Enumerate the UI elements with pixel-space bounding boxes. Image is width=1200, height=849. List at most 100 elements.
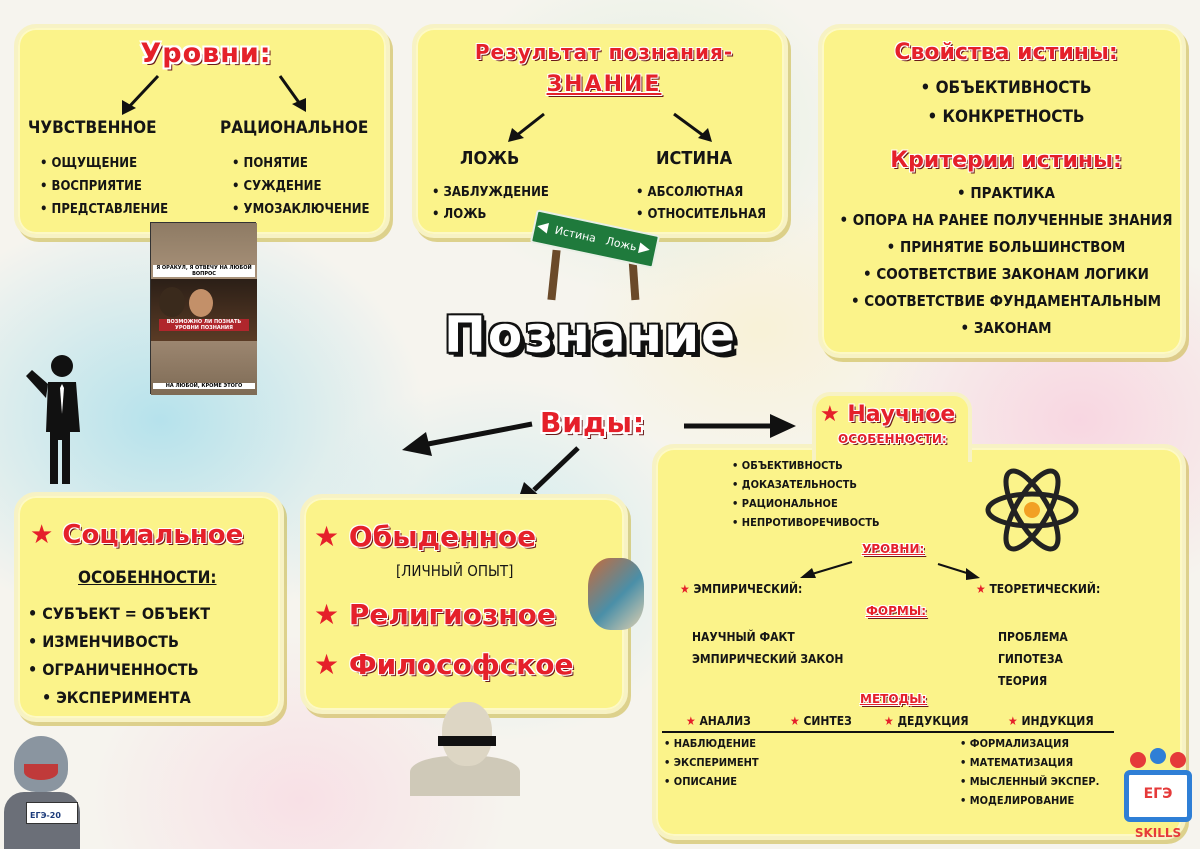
list-item: ПРИНЯТИЕ БОЛЬШИНСТВОМ	[822, 234, 1190, 261]
aristotle-bust	[400, 696, 530, 796]
levels-card: Уровни: ЧУВСТВЕННОЕ РАЦИОНАЛЬНОЕ ОЩУЩЕНИ…	[14, 24, 390, 238]
scientific-levels-arrows	[800, 561, 980, 580]
theoretical-forms: ПРОБЛЕМА ГИПОТЕЗА ТЕОРИЯ	[998, 626, 1068, 692]
theoretical-methods-list: ФОРМАЛИЗАЦИЯ МАТЕМАТИЗАЦИЯ МЫСЛЕННЫЙ ЭКС…	[960, 734, 1100, 810]
list-item: ИЗМЕНЧИВОСТЬ	[28, 628, 210, 656]
rational-title: РАЦИОНАЛЬНОЕ	[220, 118, 369, 138]
logo-person-blue	[1150, 748, 1166, 764]
list-item: МАТЕМАТИЗАЦИЯ	[960, 753, 1099, 772]
person-icon	[26, 355, 80, 484]
sensory-list: ОЩУЩЕНИЕ ВОСПРИЯТИЕ ПРЕДСТАВЛЕНИЕ	[40, 152, 169, 221]
list-item: ЭКСПЕРИМЕНТА	[28, 684, 210, 712]
list-item: ЗАКОНАМ	[822, 315, 1190, 342]
result-card: Результат познания- знание ЛОЖЬ ИСТИНА З…	[412, 24, 788, 238]
list-item: КОНКРЕТНОСТЬ	[822, 103, 1190, 132]
list-item: РАЦИОНАЛЬНОЕ	[732, 494, 880, 513]
social-card: Социальное ОСОБЕННОСТИ: СУБЪЕКТ = ОБЪЕКТ…	[14, 492, 284, 722]
empirical-forms: НАУЧНЫЙ ФАКТ ЭМПИРИЧЕСКИЙ ЗАКОН	[692, 626, 843, 670]
shark-mascot: ЕГЭ-20	[0, 736, 84, 849]
list-item: ПРОБЛЕМА	[998, 630, 1068, 644]
list-item: ЛОЖЬ	[432, 204, 549, 226]
list-item: ГИПОТЕЗА	[998, 652, 1063, 666]
method-deduction: ДЕДУКЦИЯ	[884, 714, 968, 728]
list-item: ЗАБЛУЖДЕНИЕ	[432, 182, 549, 204]
avatar	[159, 287, 185, 317]
rational-list: ПОНЯТИЕ СУЖДЕНИЕ УМОЗАКЛЮЧЕНИЕ	[232, 152, 370, 221]
sunglasses-icon	[438, 736, 496, 746]
scientific-features-label: ОСОБЕННОСТИ:	[838, 432, 947, 446]
divider	[662, 731, 1114, 733]
properties-list: ОБЪЕКТИВНОСТЬ КОНКРЕТНОСТЬ	[822, 74, 1190, 132]
list-item: МОДЕЛИРОВАНИЕ	[960, 791, 1099, 810]
oracle-meme: Я ОРАКУЛ, Я ОТВЕЧУ НА ЛЮБОЙ ВОПРОС ВОЗМО…	[150, 222, 257, 395]
philosophical-title: Философское	[314, 648, 574, 681]
list-item: НАУЧНЫЙ ФАКТ	[692, 630, 795, 644]
list-item: ОТНОСИТЕЛЬНАЯ	[636, 204, 766, 226]
empirical-methods-list: НАБЛЮДЕНИЕ ЭКСПЕРИМЕНТ ОПИСАНИЕ	[664, 734, 759, 791]
list-item: ФОРМАЛИЗАЦИЯ	[960, 734, 1099, 753]
meme-middle-text: ВОЗМОЖНО ЛИ ПОЗНАТЬ УРОВНИ ПОЗНАНИЯ	[159, 319, 249, 331]
list-item: ПРЕДСТАВЛЕНИЕ	[40, 198, 169, 221]
list-item: ОПИСАНИЕ	[664, 772, 759, 791]
everyday-card: Обыденное [ЛИЧНЫЙ ОПЫТ] Религиозное Фило…	[300, 494, 628, 714]
criteria-list: ПРАКТИКА ОПОРА НА РАНЕЕ ПОЛУЧЕННЫЕ ЗНАНИ…	[822, 180, 1190, 342]
lie-title: ЛОЖЬ	[460, 148, 520, 169]
everyday-note: [ЛИЧНЫЙ ОПЫТ]	[396, 562, 514, 580]
list-item: ОПОРА НА РАНЕЕ ПОЛУЧЕННЫЕ ЗНАНИЯ	[822, 207, 1190, 234]
truth-list: АБСОЛЮТНАЯ ОТНОСИТЕЛЬНАЯ	[636, 182, 766, 226]
methods-label: МЕТОДЫ:	[860, 692, 927, 706]
social-features-label: ОСОБЕННОСТИ:	[78, 568, 217, 588]
social-title: Социальное	[30, 520, 243, 550]
list-item: ПОНЯТИЕ	[232, 152, 370, 175]
result-arrows	[508, 112, 712, 142]
properties-title: Свойства истины:	[894, 40, 1118, 65]
list-item: ПРАКТИКА	[822, 180, 1190, 207]
list-item: ТЕОРИЯ	[998, 674, 1048, 688]
religious-title: Религиозное	[314, 598, 556, 631]
shark-sign-text: ЕГЭ-20	[30, 811, 61, 820]
faces-illustration	[588, 558, 644, 630]
list-item: ОБЪЕКТИВНОСТЬ	[732, 456, 880, 475]
shark-mouth	[24, 764, 58, 780]
list-item: НЕПРОТИВОРЕЧИВОСТЬ	[732, 513, 880, 532]
logo-text: ЕГЭ	[1143, 786, 1173, 802]
everyday-title: Обыденное	[314, 520, 536, 553]
page-title: Познание	[444, 306, 738, 364]
scientific-features-list: ОБЪЕКТИВНОСТЬ ДОКАЗАТЕЛЬНОСТЬ РАЦИОНАЛЬН…	[732, 456, 880, 532]
properties-card: Свойства истины: ОБЪЕКТИВНОСТЬ КОНКРЕТНО…	[818, 24, 1186, 358]
list-item: ОБЪЕКТИВНОСТЬ	[822, 74, 1190, 103]
result-title: Результат познания-	[474, 40, 734, 64]
theoretical-label: ТЕОРЕТИЧЕСКИЙ:	[976, 582, 1100, 596]
logo-person-red	[1170, 752, 1186, 768]
method-analysis: АНАЛИЗ	[686, 714, 750, 728]
method-synthesis: СИНТЕЗ	[790, 714, 851, 728]
list-item: ДОКАЗАТЕЛЬНОСТЬ	[732, 475, 880, 494]
list-item: СООТВЕТСТВИЕ ФУНДАМЕНТАЛЬНЫМ	[822, 288, 1190, 315]
list-item: ЭКСПЕРИМЕНТ	[664, 753, 759, 772]
list-item: ЭМПИРИЧЕСКИЙ ЗАКОН	[692, 652, 844, 666]
list-item: НАБЛЮДЕНИЕ	[664, 734, 759, 753]
types-label: Виды:	[540, 406, 646, 439]
tab-joiner	[816, 440, 968, 450]
method-induction: ИНДУКЦИЯ	[1008, 714, 1093, 728]
result-subtitle: знание	[546, 72, 662, 97]
forms-label: ФОРМЫ:	[866, 604, 927, 618]
ege-logo: ЕГЭ SKILLS	[1118, 748, 1198, 848]
atom-icon	[985, 468, 1079, 552]
levels-arrows	[122, 74, 306, 115]
logo-sub: SKILLS	[1134, 826, 1182, 840]
list-item: ВОСПРИЯТИЕ	[40, 175, 168, 198]
social-list: СУБЪЕКТ = ОБЪЕКТ ИЗМЕНЧИВОСТЬ ОГРАНИЧЕНН…	[28, 600, 210, 712]
empirical-label: ЭМПИРИЧЕСКИЙ:	[680, 582, 802, 596]
list-item: СУЖДЕНИЕ	[232, 175, 370, 198]
levels-title: Уровни:	[140, 38, 272, 69]
avatar	[189, 289, 213, 317]
criteria-title: Критерии истины:	[890, 148, 1122, 173]
meme-bottom-text: НА ЛЮБОЙ, КРОМЕ ЭТОГО	[153, 383, 255, 389]
list-item: АБСОЛЮТНАЯ	[636, 182, 766, 204]
list-item: МЫСЛЕННЫЙ ЭКСПЕР.	[960, 772, 1100, 791]
meme-top-text: Я ОРАКУЛ, Я ОТВЕЧУ НА ЛЮБОЙ ВОПРОС	[153, 265, 255, 277]
list-item: ОГРАНИЧЕННОСТЬ	[28, 656, 210, 684]
logo-person-red	[1130, 752, 1146, 768]
list-item: СООТВЕТСТВИЕ ЗАКОНАМ ЛОГИКИ	[822, 261, 1190, 288]
